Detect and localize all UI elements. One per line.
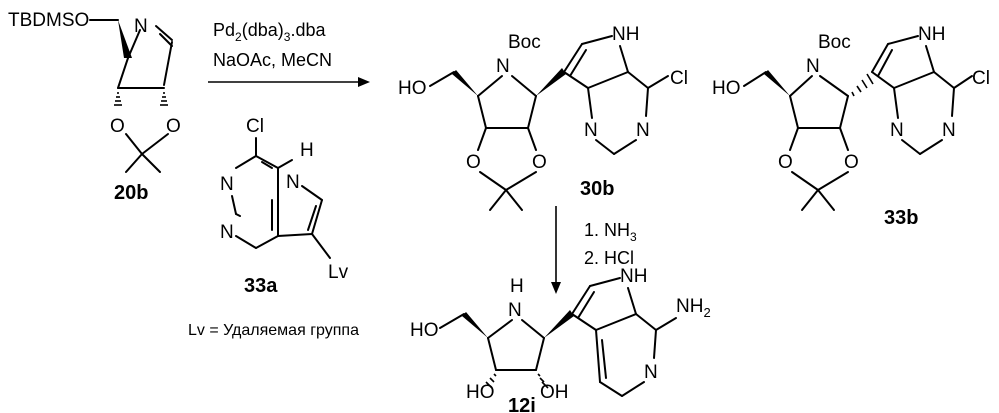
n-atom: N (496, 56, 510, 77)
boc-label: Boc (508, 32, 541, 53)
compound-12i: H N HO HO OH NH NH2 N (410, 266, 711, 413)
ho-label: HO (398, 78, 427, 99)
reaction-arrow-1 (208, 77, 370, 87)
cl-atom: Cl (972, 68, 990, 89)
ho-label: HO (410, 320, 439, 341)
n-atom: N (220, 174, 234, 195)
hashed-bond (160, 92, 168, 105)
lv-label: Lv (328, 262, 349, 283)
reaction-arrow-2 (551, 206, 561, 294)
compound-20b: TBDMSO N O O 20b (8, 10, 181, 204)
compound-label-33a: 33a (244, 275, 278, 297)
oh-label: OH (540, 382, 569, 403)
reagent-step2-line-1: 1. NH3 (584, 220, 637, 244)
n-atom: N (286, 172, 300, 193)
ho-label: HO (712, 78, 741, 99)
o-atom: O (532, 152, 547, 173)
n-atom: N (636, 120, 650, 141)
o-atom: O (778, 152, 793, 173)
n-atom: N (806, 56, 820, 77)
reagent-line-1: Pd2(dba)3.dba (213, 20, 326, 44)
n-atom: N (644, 362, 658, 383)
hashed-bond (852, 74, 873, 96)
reagents-step1: Pd2(dba)3.dba NaOAc, MeCN (213, 20, 332, 70)
nh-label: NH (612, 24, 639, 45)
cl-atom: Cl (246, 116, 264, 137)
n-atom: N (220, 222, 234, 243)
compound-33b: Boc N HO O O NH Cl N (712, 24, 990, 229)
n-atom: N (584, 120, 598, 141)
compound-33a: Cl N N N H Lv 33a (220, 116, 349, 297)
boc-label: Boc (818, 32, 851, 53)
o-atom: O (110, 116, 125, 137)
o-atom: O (844, 152, 859, 173)
o-atom: O (466, 152, 481, 173)
n-atom: N (508, 300, 522, 321)
ho-label: HO (466, 382, 495, 403)
nh-label: NH (918, 24, 945, 45)
compound-label-33b: 33b (884, 207, 918, 229)
n-atom: N (890, 120, 904, 141)
cl-atom: Cl (670, 68, 688, 89)
nh2-label: NH2 (676, 296, 711, 320)
h-atom: H (300, 140, 314, 161)
compound-label-20b: 20b (114, 182, 148, 204)
tbdmso-label: TBDMSO (8, 10, 89, 31)
nh-label: NH (620, 266, 647, 287)
compound-30b: Boc N HO O O NH Cl N (398, 24, 688, 210)
n-atom: N (134, 16, 148, 37)
reagent-step2-line-2: 2. HCl (584, 248, 634, 268)
hashed-bond (114, 92, 122, 105)
reagents-step2: 1. NH3 2. HCl (584, 220, 637, 268)
reagent-line-2: NaOAc, MeCN (213, 50, 332, 70)
n-atom: N (942, 120, 956, 141)
footnote-leaving-group: Lv = Удаляемая группа (188, 322, 359, 339)
compound-label-12i: 12i (508, 395, 536, 413)
compound-label-30b: 30b (580, 178, 614, 200)
h-atom: H (510, 276, 524, 297)
